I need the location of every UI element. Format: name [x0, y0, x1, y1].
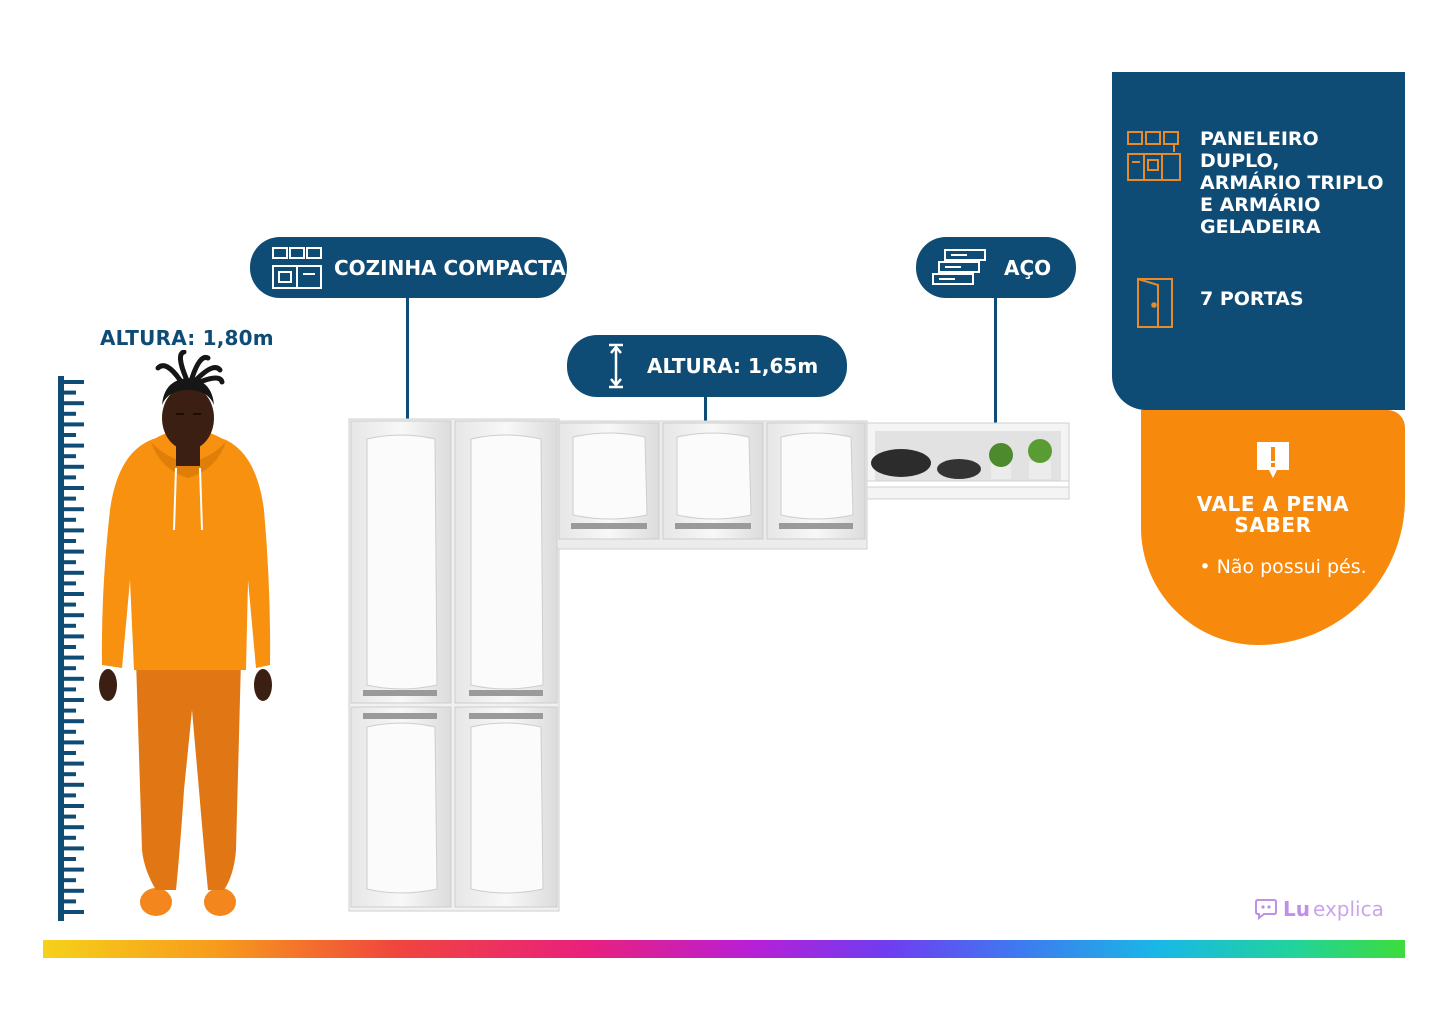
cabinet-height-label: ALTURA: 1,65m — [647, 354, 819, 378]
ruler-tick — [58, 549, 84, 554]
ruler-tick — [58, 888, 84, 893]
modules-icon — [1126, 128, 1182, 184]
ruler-tick — [58, 740, 84, 745]
person-illustration — [99, 350, 272, 916]
ruler-tick — [58, 496, 76, 501]
ruler-tick — [58, 401, 84, 406]
ruler-tick — [58, 454, 76, 459]
ruler-tick — [58, 878, 76, 883]
ruler-tick — [58, 793, 76, 798]
ruler-tick — [58, 719, 84, 724]
cabinet-height-badge: ALTURA: 1,65m — [567, 335, 847, 397]
ruler-tick — [58, 761, 84, 766]
brand-logo: Lu explica — [1255, 897, 1384, 921]
ruler-tick — [58, 857, 76, 861]
ruler-tick — [58, 910, 84, 914]
alert-speech-icon — [1257, 442, 1289, 478]
ruler-tick — [58, 772, 76, 777]
ruler-tick — [58, 645, 76, 649]
kitchen-type-badge: COZINHA COMPACTA — [250, 237, 567, 298]
ruler-tick — [58, 507, 84, 512]
doors-info-row: 7 PORTAS — [1136, 277, 1304, 329]
ruler-tick — [58, 443, 84, 448]
ruler-tick — [58, 666, 76, 671]
ruler-tick — [58, 676, 84, 681]
kitchen-type-label: COZINHA COMPACTA — [334, 255, 566, 280]
ruler-tick — [58, 782, 84, 787]
ruler-tick — [58, 623, 76, 628]
ruler-tick — [58, 698, 84, 702]
ruler-tick — [58, 464, 84, 469]
ruler-tick — [58, 602, 76, 607]
steel-sheets-icon — [930, 247, 990, 289]
ruler-tick — [58, 655, 84, 660]
ruler-tick — [58, 411, 76, 416]
ruler-tick — [58, 751, 76, 755]
height-ruler — [58, 376, 84, 921]
speech-bubble-icon — [1255, 899, 1277, 920]
ruler-tick — [58, 422, 84, 427]
ruler-tick — [58, 687, 76, 692]
ruler-tick — [58, 528, 84, 533]
ruler-tick — [58, 390, 76, 395]
modules-text: PANELEIRO DUPLO, ARMÁRIO TRIPLO E ARMÁRI… — [1200, 128, 1384, 238]
ruler-tick — [58, 475, 76, 480]
ruler-tick — [58, 380, 84, 384]
ruler-tick — [58, 867, 84, 872]
ruler-tick — [58, 570, 84, 575]
person-height-label: ALTURA: 1,80m — [100, 326, 274, 350]
ruler-tick — [58, 634, 84, 639]
vertical-arrow-icon — [605, 342, 627, 390]
doors-text: 7 PORTAS — [1200, 288, 1304, 310]
modules-info-row: PANELEIRO DUPLO, ARMÁRIO TRIPLO E ARMÁRI… — [1126, 128, 1384, 238]
kitchen-connector — [406, 298, 409, 436]
ruler-tick — [58, 539, 76, 543]
ruler-tick — [58, 729, 76, 734]
kitchen-cabinet-set — [348, 418, 1070, 912]
kitchen-icon — [270, 246, 324, 290]
ruler-tick — [58, 846, 84, 851]
tip-bullet: • Não possui pés. — [1199, 556, 1367, 578]
tip-title: VALE A PENA SABER — [1196, 492, 1350, 537]
ruler-tick — [58, 708, 76, 713]
ruler-tick — [58, 581, 76, 586]
ruler-tick — [58, 814, 76, 819]
ruler-tick — [58, 433, 76, 437]
ruler-tick — [58, 560, 76, 565]
material-label: AÇO — [1004, 255, 1052, 280]
ruler-tick — [58, 825, 84, 830]
ruler-tick — [58, 517, 76, 522]
ruler-tick — [58, 899, 76, 904]
ruler-tick — [58, 613, 84, 618]
door-icon — [1136, 277, 1174, 329]
product-info-panel: PANELEIRO DUPLO, ARMÁRIO TRIPLO E ARMÁRI… — [1112, 72, 1405, 410]
ruler-tick — [58, 592, 84, 596]
ruler-tick — [58, 804, 84, 808]
brand-name-part1: Lu — [1283, 897, 1310, 921]
ruler-tick — [58, 835, 76, 840]
ruler-tick — [58, 486, 84, 490]
height-connector — [704, 397, 707, 431]
material-badge: AÇO — [916, 237, 1076, 298]
rainbow-bar — [43, 940, 1405, 958]
tip-panel: VALE A PENA SABER • Não possui pés. — [1141, 410, 1405, 645]
brand-name-part2: explica — [1312, 897, 1384, 921]
material-connector — [994, 298, 997, 436]
